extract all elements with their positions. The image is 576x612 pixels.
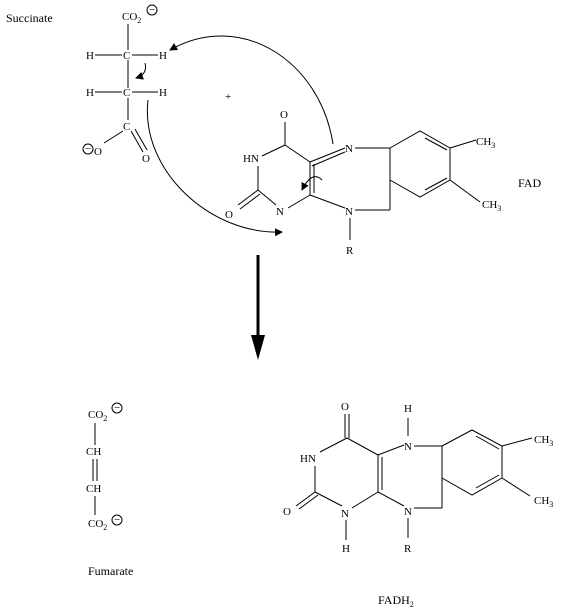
svg-text:CH: CH (86, 446, 101, 458)
svg-text:CH3: CH3 (534, 495, 553, 509)
hydride-arrow (169, 35, 334, 145)
svg-text:CH: CH (86, 483, 101, 495)
svg-text:−: − (114, 402, 120, 414)
svg-text:H: H (86, 87, 94, 99)
svg-text:C: C (123, 121, 130, 133)
svg-text:CO2: CO2 (88, 409, 107, 423)
fumarate-label: Fumarate (88, 564, 133, 578)
svg-text:CH3: CH3 (482, 199, 501, 213)
svg-text:O: O (225, 209, 233, 221)
svg-text:C: C (123, 87, 130, 99)
svg-text:HN: HN (243, 153, 259, 165)
svg-text:−: − (149, 4, 155, 16)
svg-text:O: O (341, 401, 349, 413)
svg-text:H: H (159, 50, 167, 62)
svg-text:N: N (276, 206, 284, 218)
svg-text:O: O (283, 506, 291, 518)
svg-text:CH3: CH3 (476, 136, 495, 150)
svg-text:C: C (123, 50, 130, 62)
svg-text:HN: HN (300, 453, 316, 465)
reaction-arrow (251, 255, 265, 360)
succinate-label: Succinate (6, 11, 53, 25)
svg-text:O: O (280, 109, 288, 121)
fad-label: FAD (518, 176, 541, 190)
proton-arrow (146, 99, 283, 237)
svg-text:R: R (404, 543, 412, 555)
svg-text:CH3: CH3 (534, 434, 553, 448)
svg-text:CO2: CO2 (88, 518, 107, 532)
svg-text:H: H (159, 87, 167, 99)
plus-sign: + (225, 91, 231, 103)
svg-text:N: N (341, 508, 349, 520)
svg-text:N: N (345, 143, 353, 155)
svg-text:H: H (86, 50, 94, 62)
svg-text:H: H (404, 403, 412, 415)
fadh2-structure: O HN O N H N H N R CH3 CH3 (283, 401, 553, 555)
fadh2-label: FADH2 (378, 593, 414, 609)
svg-text:−: − (85, 143, 91, 155)
svg-text:O: O (142, 153, 150, 165)
svg-text:N: N (404, 506, 412, 518)
fad-structure: O HN O N N N R CH3 CH3 (225, 109, 501, 257)
svg-text:N: N (345, 206, 353, 218)
succinate-structure: CO2 − H C H H C H C O − O (82, 4, 167, 165)
fumarate-structure: CO2 − CH CH CO2 − (86, 402, 123, 532)
svg-text:O: O (94, 146, 102, 158)
svg-text:H: H (342, 543, 350, 555)
svg-text:N: N (404, 441, 412, 453)
svg-text:CO2: CO2 (122, 11, 141, 25)
svg-text:R: R (346, 245, 354, 257)
svg-text:−: − (114, 514, 120, 526)
